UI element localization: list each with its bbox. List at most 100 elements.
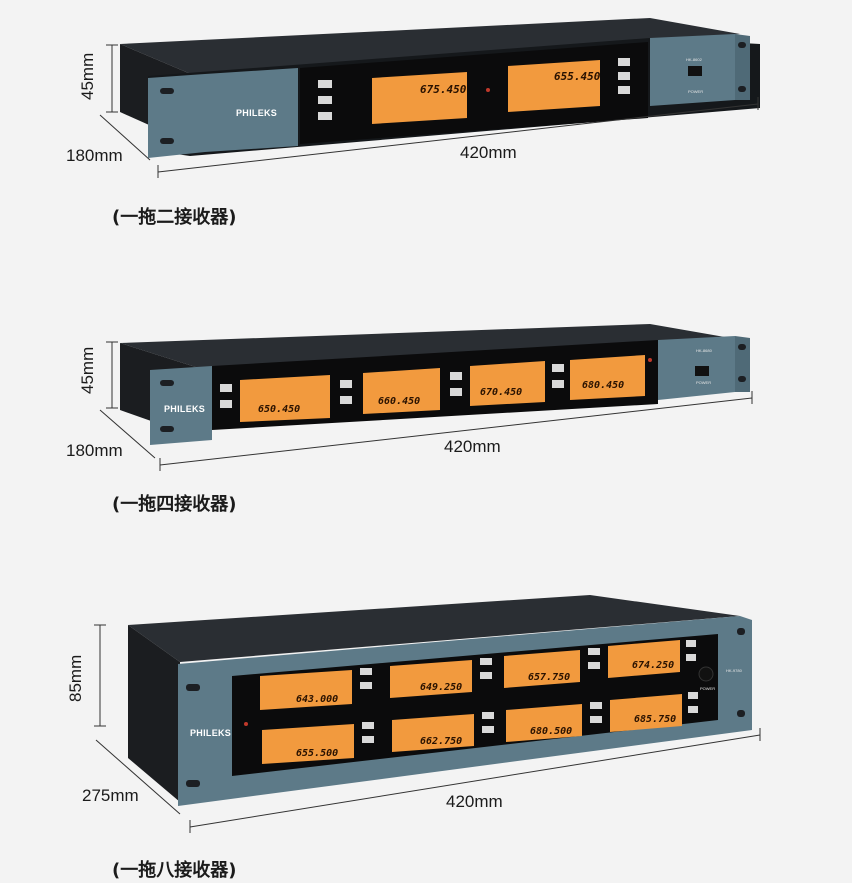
button-set[interactable] <box>340 396 352 404</box>
button-set[interactable] <box>220 400 232 408</box>
lcd-screen <box>392 714 474 752</box>
button-up[interactable] <box>480 658 492 665</box>
button-set[interactable] <box>686 654 696 661</box>
unit-4ch: PHILEKS HK-8680 POWER 650.450 660.450 67… <box>0 300 852 530</box>
button-set[interactable] <box>590 716 602 723</box>
ear-slot <box>738 344 746 350</box>
width-dimension-line <box>157 103 759 173</box>
width-label: 420mm <box>444 437 501 456</box>
brand-logo: PHILEKS <box>164 404 206 414</box>
button-down[interactable] <box>618 86 630 94</box>
power-label: POWER <box>696 380 712 385</box>
chassis-top <box>120 18 740 80</box>
button-up[interactable] <box>588 648 600 655</box>
lcd-screen <box>262 724 354 764</box>
chassis-top <box>120 324 742 370</box>
brand-logo: PHILEKS <box>190 728 232 738</box>
unit-8ch: PHILEKS HK-9780 POWER 643.000 649.250 65… <box>0 580 852 883</box>
unit-4ch-drawing <box>99 324 753 471</box>
button-up[interactable] <box>340 380 352 388</box>
lcd-frequency: 657.750 <box>528 672 571 683</box>
lcd-frequency: 655.500 <box>296 748 339 759</box>
lcd-screen <box>260 670 352 710</box>
brand-logo: PHILEKS <box>236 108 278 118</box>
ear-slot <box>160 380 174 386</box>
depth-dimension-line <box>99 409 156 459</box>
lcd-frequency: 680.450 <box>582 380 625 391</box>
lcd-frequency: 685.750 <box>634 714 677 725</box>
button-set[interactable] <box>450 388 462 396</box>
button-up[interactable] <box>590 702 602 709</box>
ear-slot <box>186 684 200 691</box>
chassis-front <box>128 625 180 802</box>
ir-indicator <box>486 88 490 92</box>
lcd-screen <box>508 60 600 112</box>
power-button[interactable] <box>698 666 714 682</box>
button-set[interactable] <box>482 726 494 733</box>
ir-indicator <box>648 358 652 362</box>
model-label: HK-9780 <box>726 668 742 673</box>
lcd-screen <box>240 375 330 422</box>
ear-slot <box>737 628 745 635</box>
depth-label: 275mm <box>82 786 139 805</box>
ear-slot <box>737 710 745 717</box>
lcd-screen <box>372 72 467 124</box>
ear-slot <box>738 42 746 48</box>
model-label: HK-8680 <box>696 348 712 353</box>
unit-8ch-drawing <box>94 595 761 833</box>
lcd-frequency: 643.000 <box>296 694 339 705</box>
caption: (一拖四接收器) <box>112 494 237 515</box>
lcd-screen <box>470 361 545 406</box>
button-up[interactable] <box>362 722 374 729</box>
button-up[interactable] <box>618 58 630 66</box>
lcd-frequency: 649.250 <box>420 682 463 693</box>
lcd-screen <box>390 660 472 698</box>
lcd-screen <box>504 650 580 688</box>
button-up[interactable] <box>482 712 494 719</box>
button-set[interactable] <box>480 672 492 679</box>
power-label: POWER <box>700 686 716 691</box>
height-label: 45mm <box>78 52 97 100</box>
ear-slot <box>160 138 174 144</box>
button-up[interactable] <box>450 372 462 380</box>
ear-slot <box>160 88 174 94</box>
width-label: 420mm <box>446 792 503 811</box>
lcd-frequency: 670.450 <box>480 387 523 398</box>
width-dimension-line <box>159 397 753 466</box>
power-switch[interactable] <box>695 366 709 376</box>
depth-dimension-line <box>99 114 151 161</box>
button-set[interactable] <box>362 736 374 743</box>
button-up[interactable] <box>552 364 564 372</box>
button-set[interactable] <box>360 682 372 689</box>
lcd-frequency: 660.450 <box>378 396 421 407</box>
button-up[interactable] <box>688 692 698 699</box>
button-set[interactable] <box>688 706 698 713</box>
button-up[interactable] <box>360 668 372 675</box>
lcd-frequency: 650.450 <box>258 404 301 415</box>
ir-indicator <box>244 722 248 726</box>
button-up[interactable] <box>220 384 232 392</box>
lcd-screen <box>570 355 645 400</box>
depth-label: 180mm <box>66 146 123 165</box>
depth-label: 180mm <box>66 441 123 460</box>
button-set[interactable] <box>318 96 332 104</box>
lcd-frequency: 662.750 <box>420 736 463 747</box>
width-label: 420mm <box>460 143 517 162</box>
button-up[interactable] <box>686 640 696 647</box>
power-switch[interactable] <box>688 66 702 76</box>
height-label: 45mm <box>78 346 97 394</box>
button-set[interactable] <box>618 72 630 80</box>
ear-slot <box>160 426 174 432</box>
caption: (一拖二接收器) <box>112 207 237 228</box>
button-set[interactable] <box>552 380 564 388</box>
brand-panel <box>205 68 298 152</box>
right-ear <box>735 34 750 100</box>
button-set[interactable] <box>588 662 600 669</box>
model-label: HK-8602 <box>686 57 702 62</box>
button-down[interactable] <box>318 112 332 120</box>
ear-slot <box>186 780 200 787</box>
chassis-top <box>128 595 740 662</box>
depth-dimension-line <box>95 739 181 815</box>
lcd-screen <box>506 704 582 742</box>
button-up[interactable] <box>318 80 332 88</box>
